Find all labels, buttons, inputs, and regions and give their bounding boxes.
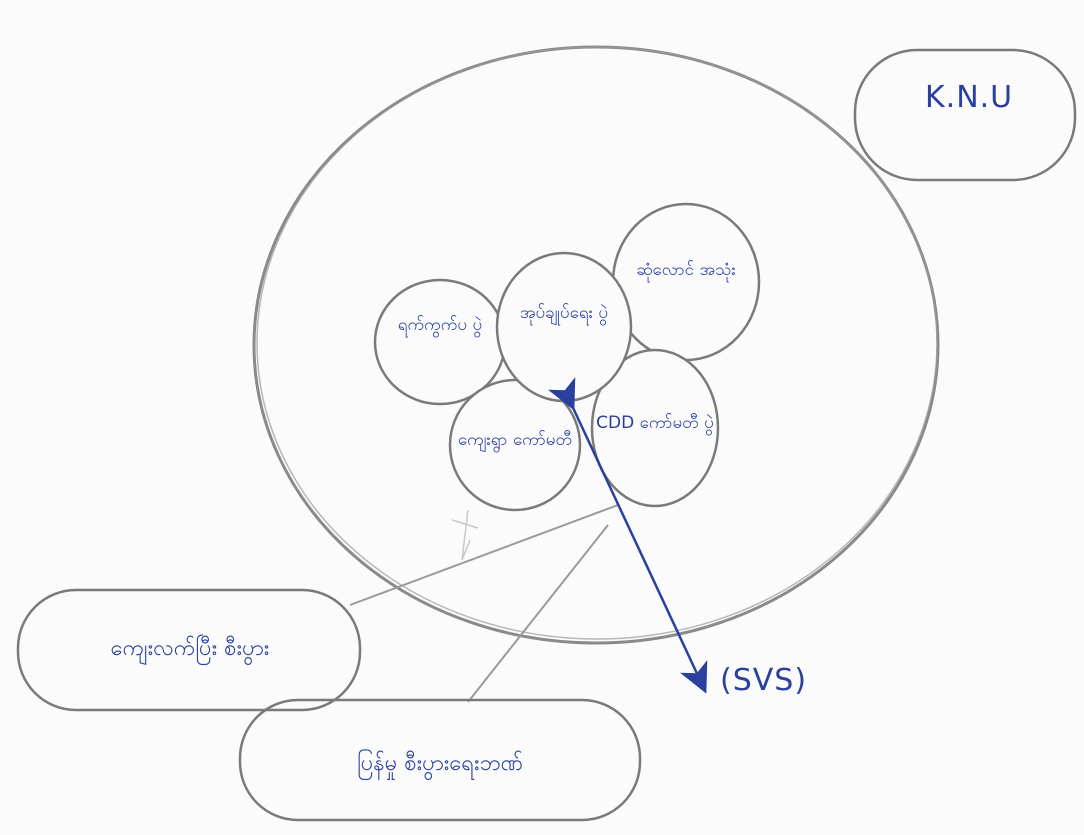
inner-circle-center	[495, 251, 633, 403]
bottom-box-label: ပြန်မှု စီးပွားရေးဘဏ်	[357, 749, 523, 781]
connector-bottom-box-to-circles	[467, 524, 609, 703]
inner-circle-left-label: ရက်ကွက်ပ ပွဲ	[398, 315, 482, 338]
inner-circle-bottom-left-label: ကျေးရွာ ကော်မတီ	[458, 430, 572, 453]
knu-box	[853, 48, 1077, 182]
connector-left-box-to-circles	[349, 504, 619, 606]
bottom-box	[238, 698, 642, 822]
inner-circle-left	[373, 278, 507, 406]
knu-label: K.N.U	[925, 80, 1013, 115]
svs-double-arrow	[548, 377, 708, 694]
left-box-label: ကျေးလက်ပြီး စီးပွား	[111, 634, 270, 666]
faint-pencil-sketch	[451, 509, 479, 561]
inner-circle-center-label: အုပ်ချုပ်ရေး ပွဲ	[520, 303, 608, 326]
inner-circle-bottom-right-label: CDD ကော်မတီ ပွဲ	[596, 413, 714, 436]
left-box	[16, 588, 362, 712]
inner-circle-top-right-label: ဆုံလောင် အသုံး	[636, 260, 736, 283]
svs-label: (SVS)	[720, 663, 807, 698]
inner-circle-top-right	[611, 202, 761, 362]
